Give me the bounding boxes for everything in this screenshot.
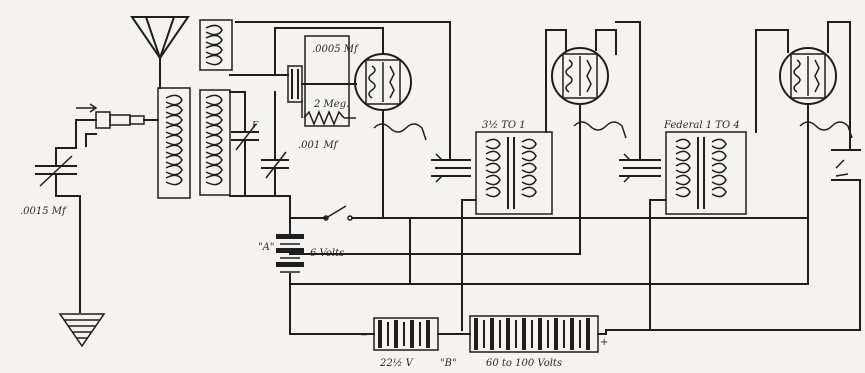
vacuum-tube-audio-2 [755, 21, 851, 219]
label-transformer-1: 3½ TO 1 [482, 120, 526, 131]
b-battery-plus: + [600, 337, 608, 348]
label-bypass-cap: .001 Mf [298, 140, 340, 151]
rheostat-2 [573, 121, 627, 139]
vacuum-tube-audio-1 [545, 21, 641, 219]
antenna-coil [157, 87, 191, 199]
phone-jack-1 [431, 153, 471, 183]
label-tuning-cap-mark: F [251, 121, 259, 131]
bypass-capacitor [261, 91, 289, 197]
tickler-coil [199, 19, 233, 71]
filament-switch [289, 195, 809, 221]
tuning-capacitor [229, 91, 291, 197]
ground-symbol [55, 195, 106, 348]
audio-transformer-2 [665, 131, 747, 215]
vacuum-tube-detector [274, 27, 412, 219]
label-b-battery-volts: 60 to 100 Volts [486, 358, 562, 369]
b-battery [289, 315, 607, 353]
label-antenna-cap: .0015 Mf [20, 206, 68, 217]
label-a-battery-letter: "A" [258, 242, 274, 253]
label-grid-leak: 2 Meg. [313, 99, 349, 110]
b-battery-minus: − [360, 330, 368, 341]
label-transformer-2: Federal 1 TO 4 [663, 120, 740, 131]
phone-jack-2 [619, 153, 661, 183]
b-battery-section-main [469, 315, 599, 353]
antenna-switch [75, 103, 159, 149]
antenna [130, 15, 190, 89]
rheostat-3 [799, 121, 853, 139]
rheostat-1 [373, 123, 427, 141]
label-b-battery-tap: 22½ V [379, 358, 415, 369]
label-b-battery-letter: "B" [440, 358, 457, 369]
a-battery [276, 217, 304, 335]
grid-components-frame [304, 35, 350, 127]
label-grid-cap: .0005 Mf [312, 44, 360, 55]
b-battery-section-22v [373, 317, 439, 351]
audio-transformer-1 [475, 131, 553, 215]
grid-condenser [229, 65, 357, 103]
output-jack [831, 149, 861, 331]
secondary-coil [199, 89, 231, 196]
variable-capacitor-antenna [35, 147, 77, 197]
grid-leak-resistor [301, 100, 356, 126]
